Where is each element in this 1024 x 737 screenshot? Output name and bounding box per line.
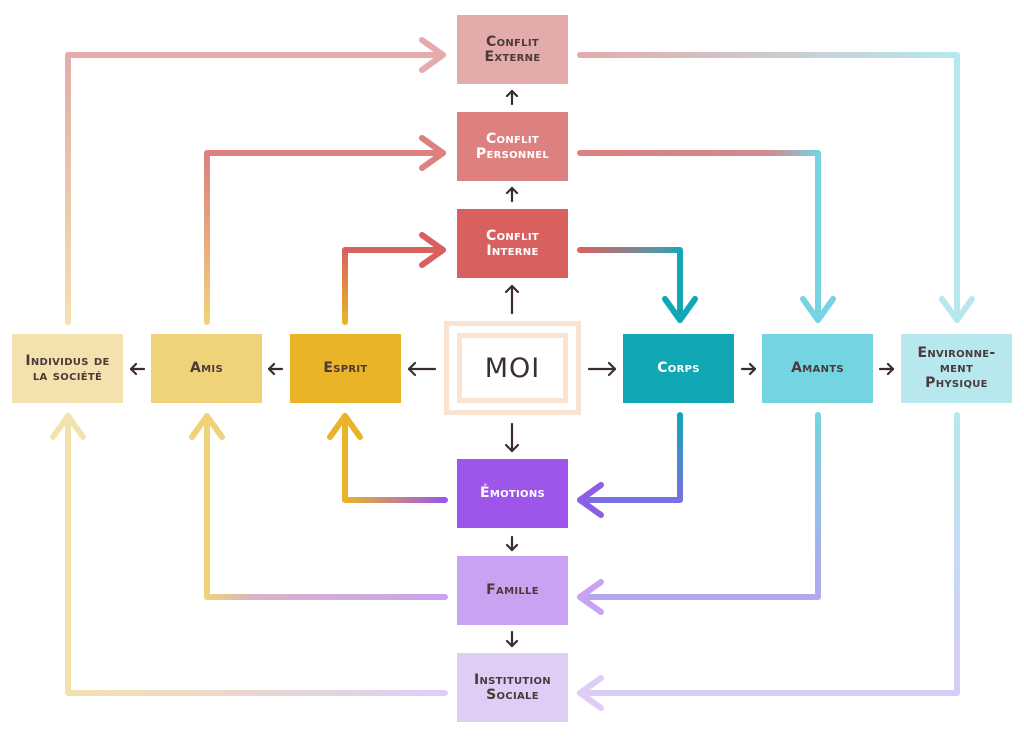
arrow-moi-to-corps xyxy=(587,361,617,377)
connector-conflit-personnel-to-amants xyxy=(577,150,821,323)
node-emotions-label: Émotions xyxy=(479,485,546,501)
node-amis-label: Amis xyxy=(190,360,223,376)
arrowhead-conflit-externe xyxy=(419,37,446,73)
arrow-esprit-to-amis xyxy=(267,362,284,376)
arrowhead-amants xyxy=(800,296,836,323)
connector-corps-to-emotions xyxy=(577,412,683,503)
connector-amis-to-conflit-personnel xyxy=(204,150,446,325)
arrow-moi-to-conflit-interne xyxy=(504,284,520,315)
arrowhead-individus xyxy=(50,413,86,440)
node-amis: Amis xyxy=(151,334,262,403)
connector-conflit-externe-to-environnement xyxy=(577,52,960,323)
arrow-amants-to-environnement xyxy=(878,362,895,376)
arrowhead-esprit xyxy=(327,413,363,440)
arrow-conflit-personnel-to-externe xyxy=(505,89,519,106)
arrowhead-amis xyxy=(189,413,225,440)
arrowhead-environnement xyxy=(939,296,975,323)
node-environnement-physique: Environne- ment Physique xyxy=(901,334,1012,403)
node-corps-label: Corps xyxy=(657,360,700,376)
node-amants: Amants xyxy=(762,334,873,403)
node-conflit-externe-label: Conflit Externe xyxy=(484,33,541,65)
node-amants-label: Amants xyxy=(791,360,844,376)
node-individus-label: Individus de la société xyxy=(25,352,110,384)
arrow-moi-to-emotions xyxy=(504,422,520,453)
arrow-moi-to-esprit xyxy=(407,361,437,377)
node-famille-label: Famille xyxy=(486,582,539,598)
connector-individus-to-conflit-externe xyxy=(65,52,446,325)
node-emotions: Émotions xyxy=(457,459,568,528)
node-individus-de-la-societe: Individus de la société xyxy=(12,334,123,403)
connector-emotions-to-esprit xyxy=(342,413,448,503)
arrowhead-conflit-interne xyxy=(419,232,446,268)
arrow-conflit-interne-to-personnel xyxy=(505,186,519,203)
arrowhead-institution-sociale xyxy=(577,675,604,711)
arrowhead-conflit-personnel xyxy=(419,135,446,171)
node-conflit-interne-label: Conflit Interne xyxy=(486,227,539,259)
arrow-amis-to-individus xyxy=(129,362,146,376)
node-esprit: Esprit xyxy=(290,334,401,403)
node-conflit-externe: Conflit Externe xyxy=(457,15,568,84)
node-conflit-personnel: Conflit Personnel xyxy=(457,112,568,181)
connector-amants-to-famille xyxy=(577,412,821,600)
arrow-corps-to-amants xyxy=(740,362,757,376)
node-corps: Corps xyxy=(623,334,734,403)
connector-famille-to-amis xyxy=(204,413,448,600)
node-esprit-label: Esprit xyxy=(323,360,368,376)
node-institution-sociale: Institution Sociale xyxy=(457,653,568,722)
node-conflit-interne: Conflit Interne xyxy=(457,209,568,278)
arrow-emotions-to-famille xyxy=(505,535,519,552)
connector-esprit-to-conflit-interne xyxy=(342,247,446,325)
arrow-famille-to-institution xyxy=(505,630,519,648)
moi-box: MOI xyxy=(457,333,568,403)
connector-conflit-interne-to-corps xyxy=(577,247,683,323)
node-famille: Famille xyxy=(457,556,568,625)
arrowhead-corps xyxy=(662,296,698,323)
arrowhead-famille xyxy=(577,579,604,615)
connector-institution-to-individus xyxy=(65,413,448,696)
arrowhead-emotions xyxy=(577,482,604,518)
node-conflit-personnel-label: Conflit Personnel xyxy=(475,130,550,162)
node-institution-sociale-label: Institution Sociale xyxy=(474,671,551,703)
moi-label: MOI xyxy=(484,352,541,384)
node-environnement-label: Environne- ment Physique xyxy=(917,345,996,391)
connector-environnement-to-institution xyxy=(577,412,960,696)
